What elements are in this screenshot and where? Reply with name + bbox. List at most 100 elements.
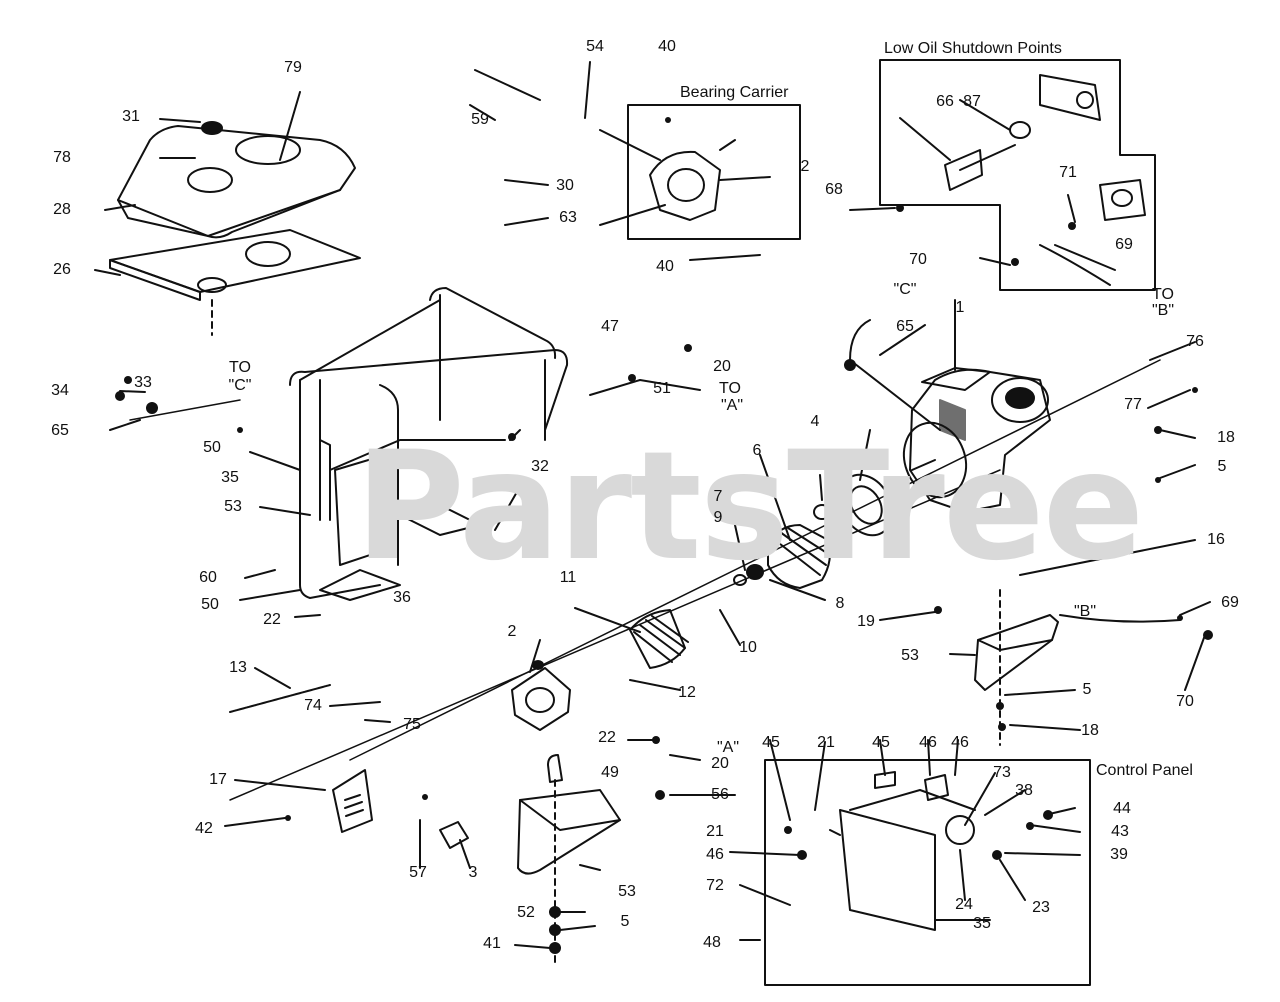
callout-label: 65 [896,318,914,335]
callout-label: 73 [993,764,1011,781]
callout-label: 46 [919,734,937,751]
front-cradle [974,614,1059,691]
brush-holder [439,821,469,849]
callout-label: 69 [1115,236,1133,253]
callout-label: 40 [658,38,676,55]
callout-label: 49 [601,764,619,781]
callout-label: 11 [559,569,577,586]
box-36 [319,439,393,566]
callout-label: 45 [762,734,780,751]
callout-label: 26 [53,261,71,278]
callout-label: 30 [556,177,574,194]
callout-label: 71 [1059,164,1077,181]
control-panel-box [764,759,1091,986]
callout-label: 66 [936,93,954,110]
tank-bracket [109,229,361,301]
callout-label: "A" [716,739,740,756]
callout-label: 17 [209,771,227,788]
callout-label: TO [1152,286,1174,303]
callout-label: 53 [224,498,242,515]
rotor [629,609,689,669]
callout-label: 9 [713,509,723,526]
callout-label: 52 [517,904,535,921]
callout-label: 46 [951,734,969,751]
callout-label: 50 [203,439,221,456]
callout-label: 16 [1207,531,1225,548]
callout-label: 31 [122,108,140,125]
callout-label: 6 [752,442,762,459]
callout-label: 2 [800,158,810,175]
callout-label: 36 [393,589,411,606]
callout-label: 32 [531,458,549,475]
title-control-panel: Control Panel [1096,762,1193,779]
callout-label: 5 [620,913,630,930]
callout-label: 23 [1032,899,1050,916]
callout-label: 79 [284,59,302,76]
fuel-tank [117,121,356,239]
callout-label: 18 [1217,429,1235,446]
callout-label: 33 [134,374,152,391]
callout-label: 12 [678,684,696,701]
callout-label: 19 [857,613,875,630]
callout-label: 22 [263,611,281,628]
callout-label: 8 [835,595,845,612]
title-low-oil-shutdown: Low Oil Shutdown Points [884,40,1062,57]
callout-label: 63 [559,209,577,226]
callout-label: "C" [228,377,252,394]
callout-label: 22 [598,729,616,746]
callout-label: 35 [221,469,239,486]
callout-label: 21 [706,823,724,840]
callout-label: 10 [739,639,757,656]
end-cover [332,769,373,833]
callout-label: 5 [1217,458,1227,475]
callout-label: 68 [825,181,843,198]
callout-label: 46 [706,846,724,863]
callout-label: TO [229,359,251,376]
bearing-carrier-box [599,104,801,240]
callout-label: "B" [1073,603,1097,620]
title-bearing-carrier: Bearing Carrier [680,84,789,101]
callout-label: 65 [51,422,69,439]
callout-label: 7 [713,488,723,505]
callout-label: 69 [1221,594,1239,611]
callout-label: 40 [656,258,674,275]
callout-label: 4 [810,413,820,430]
callout-label: 24 [955,896,973,913]
callout-label: 75 [403,716,421,733]
callout-label: 53 [618,883,636,900]
callout-label: 1 [955,299,965,316]
low-oil-box [879,59,1156,291]
callout-label: 28 [53,201,71,218]
callout-label: 13 [229,659,247,676]
callout-label: 44 [1113,800,1131,817]
callout-label: 21 [817,734,835,751]
callout-label: 35 [973,915,991,932]
callout-label: 39 [1110,846,1128,863]
callout-label: 20 [711,755,729,772]
callout-label: 57 [409,864,427,881]
callout-label: 47 [601,318,619,335]
callout-label: TO [719,380,741,397]
callout-label: 60 [199,569,217,586]
callout-label: 18 [1081,722,1099,739]
callout-label: 45 [872,734,890,751]
rear-cradle [517,789,621,875]
callout-label: "A" [720,397,744,414]
watermark: PartsTree [355,420,1144,594]
callout-label: 48 [703,934,721,951]
stator [767,524,831,589]
engine [902,367,1051,513]
callout-label: 87 [963,93,981,110]
callout-label: 50 [201,596,219,613]
adapter-ring [838,473,894,537]
callout-label: 2 [507,623,517,640]
callout-label: 56 [711,786,729,803]
callout-label: 38 [1015,782,1033,799]
rear-bearing-carrier [511,660,571,731]
callout-label: 34 [51,382,69,399]
callout-label: 3 [468,864,478,881]
callout-label: 51 [653,380,671,397]
callout-label: 54 [586,38,604,55]
callout-label: 74 [304,697,322,714]
